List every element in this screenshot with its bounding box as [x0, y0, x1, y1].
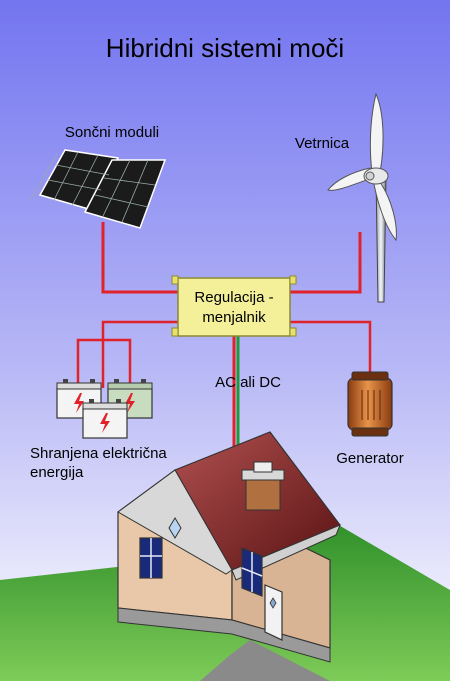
battery-icon	[56, 379, 153, 439]
wiring	[76, 222, 372, 452]
wire-battery-a	[101, 320, 188, 388]
wind-turbine-icon	[327, 92, 397, 303]
generator-icon	[347, 371, 393, 437]
current-label: AC ali DC	[215, 374, 281, 391]
storage-label-line2: energija	[30, 464, 84, 481]
diagram-title: Hibridni sistemi moči	[106, 33, 344, 63]
footpath	[200, 640, 330, 681]
wire-battery-b	[76, 338, 132, 388]
controller-label-line2: menjalnik	[202, 309, 266, 326]
generator-label: Generator	[336, 450, 404, 467]
wind-label: Vetrnica	[295, 135, 350, 152]
solar-label: Sončni moduli	[65, 124, 159, 141]
house-icon	[117, 431, 341, 663]
solar-panels-icon	[30, 149, 167, 229]
controller-box	[171, 275, 297, 337]
storage-label-line1: Shranjena električna	[30, 445, 167, 462]
wire-solar	[101, 222, 178, 294]
wire-generator	[290, 320, 372, 378]
wire-wind	[290, 232, 362, 294]
controller-label-line1: Regulacija -	[194, 289, 273, 306]
